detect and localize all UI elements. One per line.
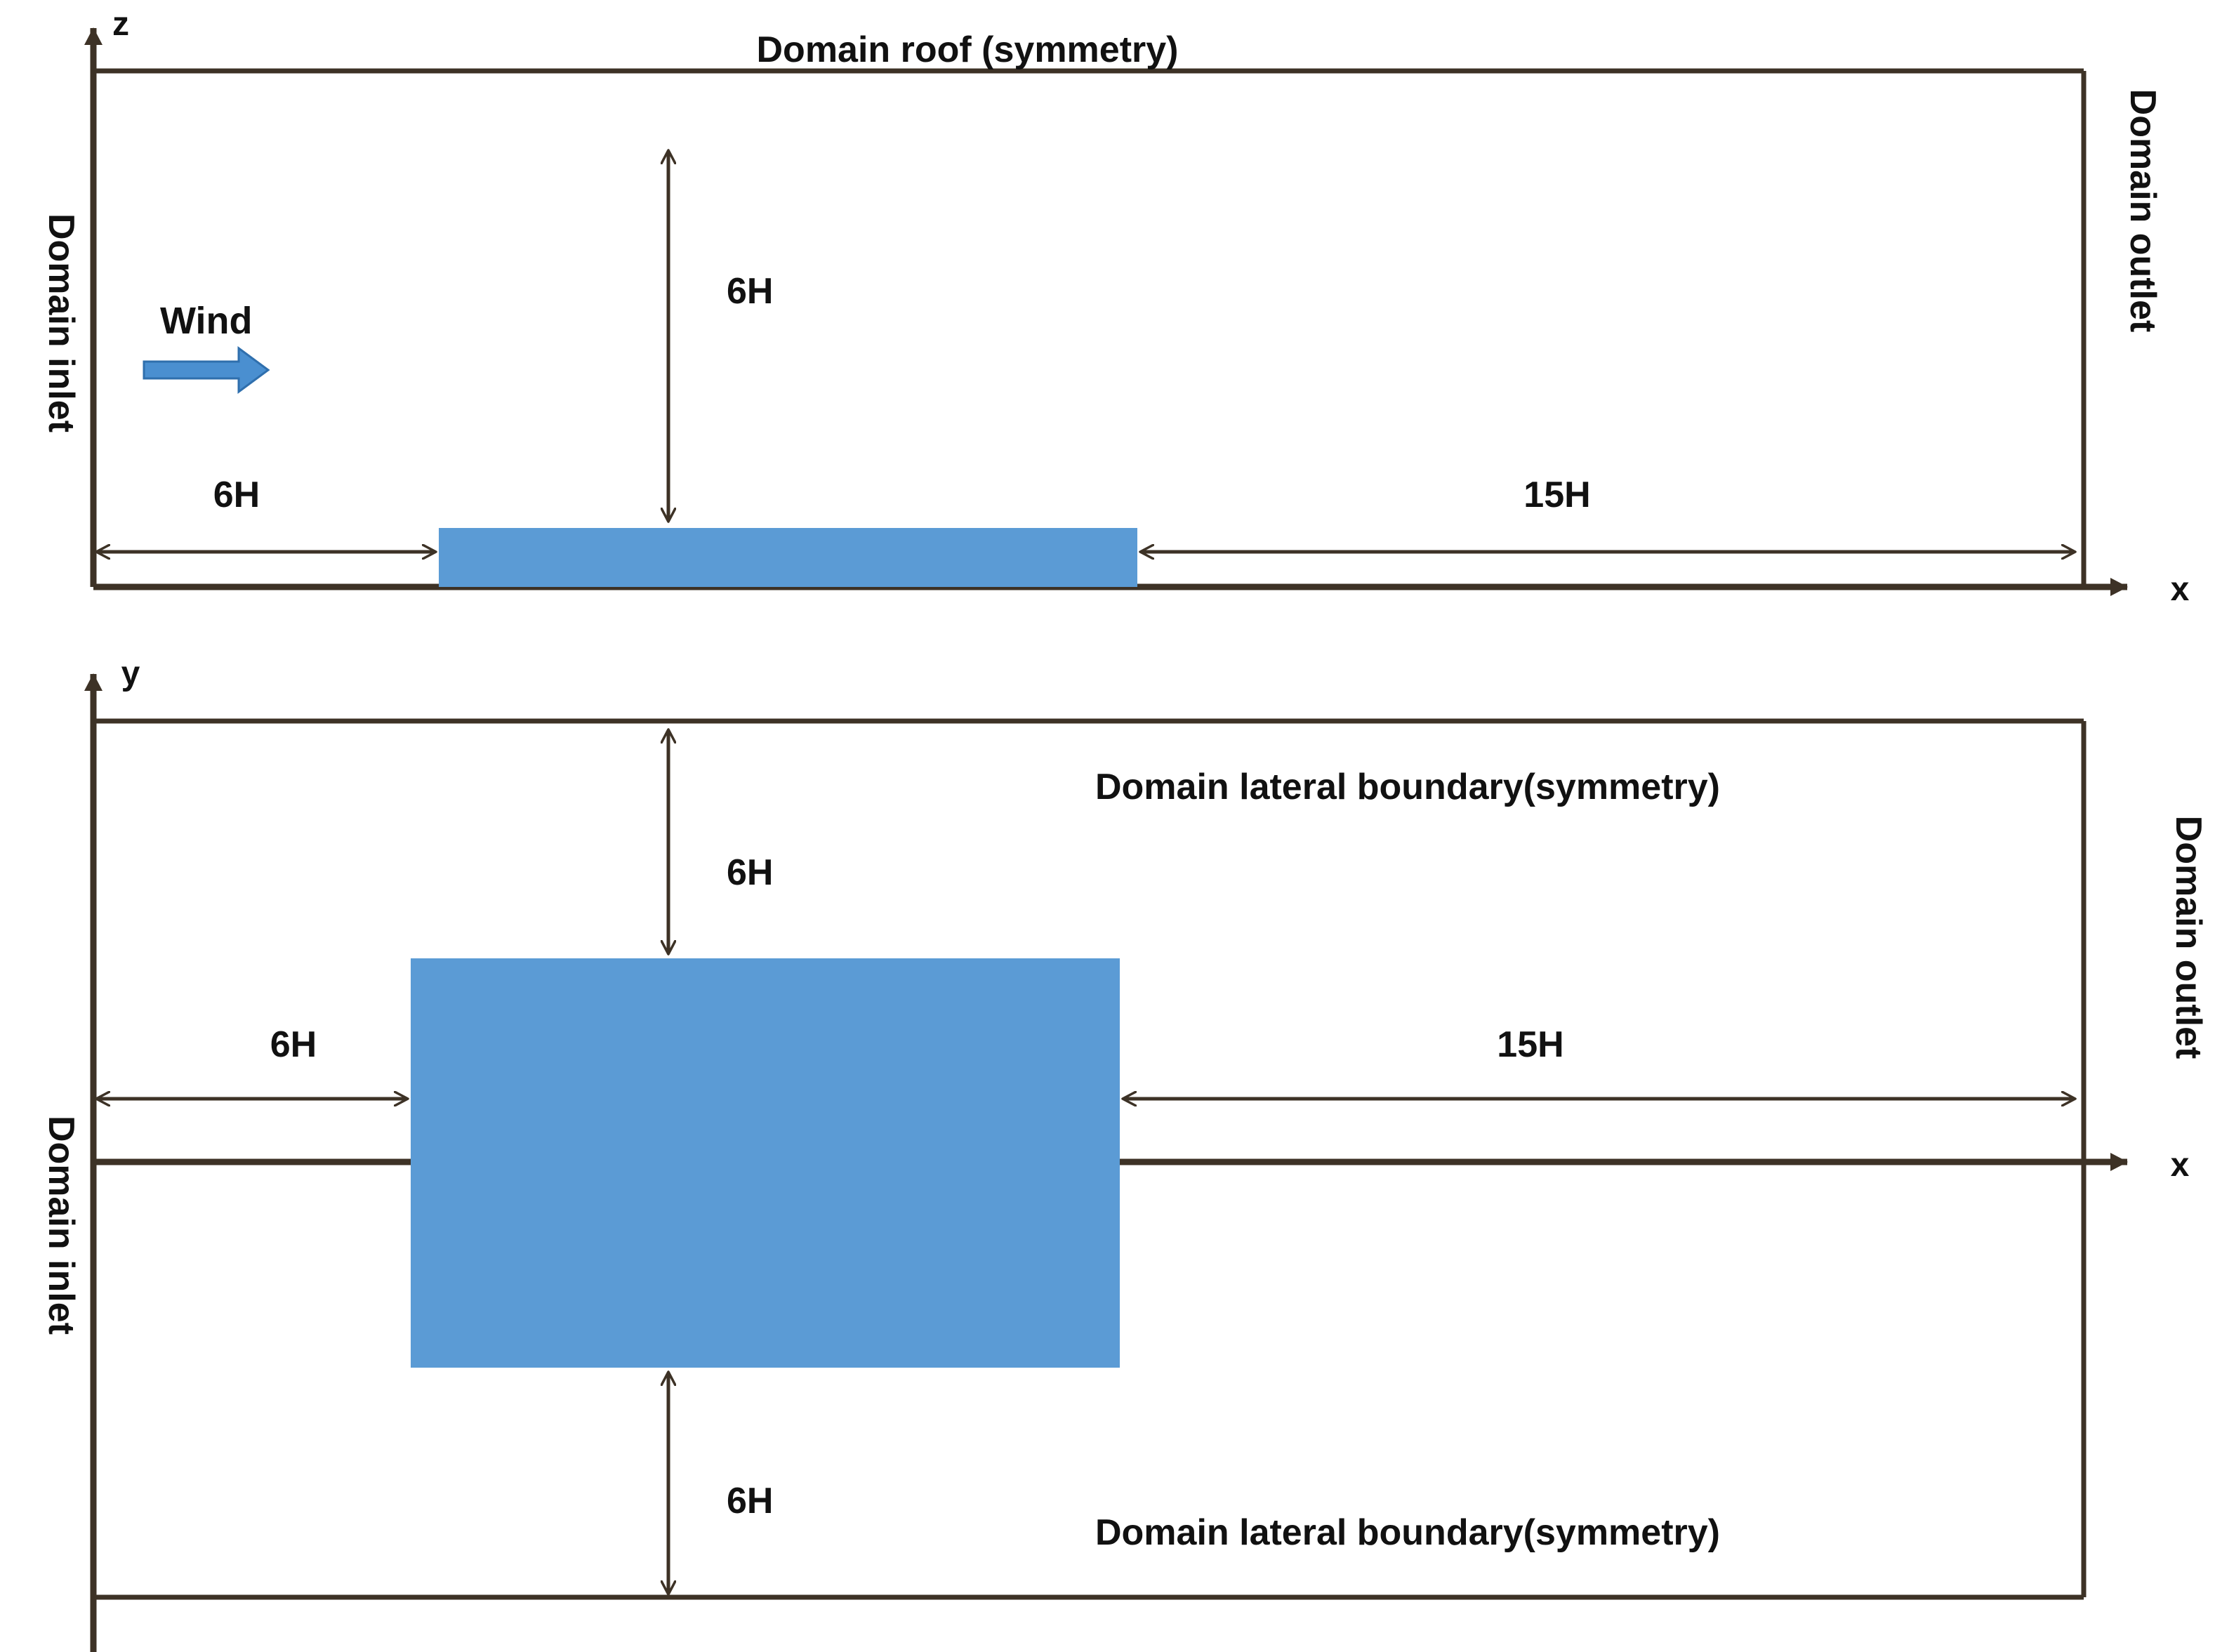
top-lateral-top-dimension-label: 6H: [727, 852, 773, 893]
top-y-axis-label: y: [121, 655, 140, 692]
top-lateral-top-label: Domain lateral boundary(symmetry): [1095, 767, 1720, 807]
top-downstream-dimension-label: 15H: [1497, 1024, 1563, 1065]
top-lateral-bottom-label: Domain lateral boundary(symmetry): [1095, 1512, 1720, 1553]
side-z-axis-label: z: [112, 6, 129, 43]
top-outlet-label: Domain outlet: [2168, 816, 2209, 1059]
wind-arrow-icon: [143, 346, 270, 394]
top-view-group: y x Domain lateral boundary(symmetry) Do…: [41, 655, 2209, 1652]
side-x-axis-label: x: [2171, 571, 2190, 608]
side-roof-label: Domain roof (symmetry): [757, 29, 1179, 70]
side-downstream-dimension-label: 15H: [1523, 475, 1590, 515]
top-lateral-bottom-dimension-label: 6H: [727, 1481, 773, 1521]
top-upstream-dimension-label: 6H: [270, 1024, 317, 1065]
side-outlet-label: Domain outlet: [2122, 89, 2163, 333]
wind-label: Wind: [160, 300, 252, 342]
side-upstream-dimension-label: 6H: [213, 475, 260, 515]
top-x-axis-label: x: [2171, 1147, 2190, 1184]
side-view-group: z x Domain roof (symmetry) Domain inlet …: [41, 6, 2190, 608]
top-inlet-label: Domain inlet: [41, 1116, 81, 1335]
side-building-block: [439, 528, 1137, 587]
side-inlet-label: Domain inlet: [41, 213, 81, 432]
side-height-dimension-label: 6H: [727, 271, 773, 312]
top-building-footprint: [411, 958, 1120, 1368]
